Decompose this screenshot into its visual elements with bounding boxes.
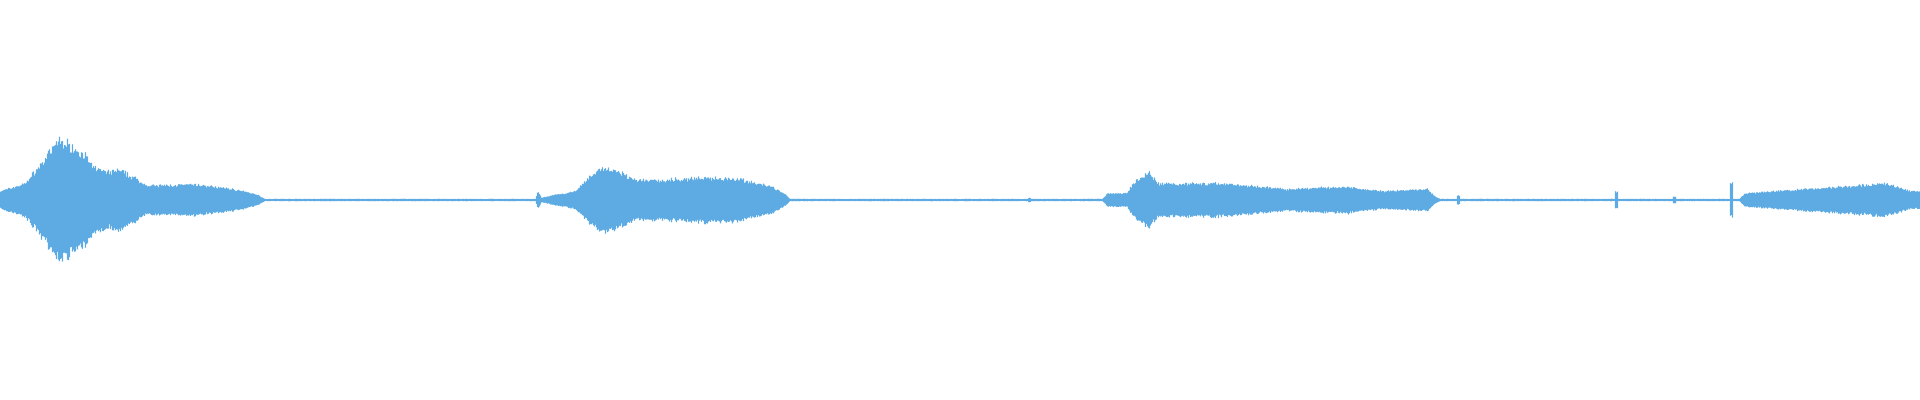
waveform-path	[0, 136, 1920, 262]
